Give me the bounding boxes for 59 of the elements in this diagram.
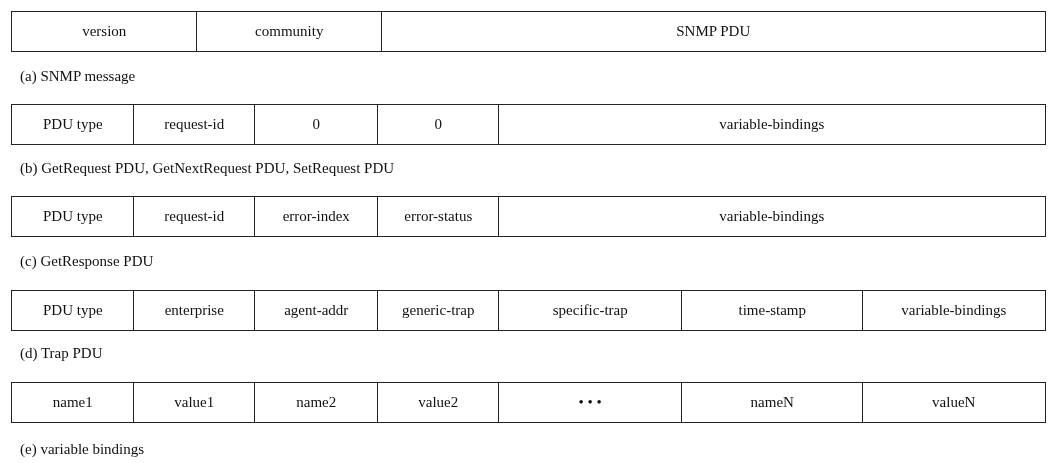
- field-name: variable-bindings: [901, 302, 1007, 319]
- caption: (d) Trap PDU: [20, 345, 103, 362]
- field-name: generic-trap: [402, 302, 475, 319]
- field-box: [11, 382, 135, 423]
- field-box: [681, 382, 864, 423]
- field-name: version: [82, 23, 127, 40]
- field-box: [377, 104, 500, 145]
- field-box: [254, 290, 379, 331]
- field-name: specific-trap: [552, 302, 628, 319]
- field-name: request-id: [164, 116, 225, 133]
- field-name: variable-bindings: [719, 208, 825, 225]
- field-name: error-index: [282, 208, 350, 225]
- field-box: [11, 11, 198, 52]
- field-box: [11, 104, 135, 145]
- field-box: [254, 104, 379, 145]
- field-box: [498, 382, 683, 423]
- field-box: [196, 11, 383, 52]
- field-name: community: [255, 23, 324, 40]
- field-box: [11, 290, 135, 331]
- field-name: PDU type: [42, 302, 103, 319]
- field-name: request-id: [164, 208, 225, 225]
- caption: (e) variable bindings: [20, 441, 145, 458]
- field-name: nameN: [750, 394, 794, 411]
- field-name: value2: [418, 394, 459, 411]
- field-name: 0: [434, 116, 442, 133]
- field-name: enterprise: [164, 302, 224, 319]
- field-box: [862, 382, 1046, 423]
- field-box: [862, 290, 1046, 331]
- field-name: PDU type: [42, 116, 103, 133]
- field-name: variable-bindings: [719, 116, 825, 133]
- field-box: [377, 196, 500, 237]
- field-name: name1: [52, 394, 93, 411]
- field-box: [377, 382, 500, 423]
- field-box: [133, 104, 256, 145]
- caption: (a) SNMP message: [20, 68, 136, 85]
- field-name: error-status: [404, 208, 473, 225]
- field-box: [11, 196, 135, 237]
- field-box: [377, 290, 500, 331]
- caption: (c) GetResponse PDU: [20, 253, 154, 270]
- field-name: valueN: [932, 394, 976, 411]
- field-box: [133, 382, 256, 423]
- field-name: name2: [296, 394, 337, 411]
- field-box: [498, 196, 1046, 237]
- field-box: [498, 290, 683, 331]
- field-box: [681, 290, 864, 331]
- field-name: time-stamp: [738, 302, 806, 319]
- field-name: PDU type: [42, 208, 103, 225]
- caption: (b) GetRequest PDU, GetNextRequest PDU, SetRequest PDU: [20, 160, 395, 177]
- field-name: • • •: [578, 394, 602, 411]
- field-box: [381, 11, 1046, 52]
- field-box: [133, 290, 256, 331]
- field-name: 0: [312, 116, 320, 133]
- field-name: SNMP PDU: [676, 23, 751, 40]
- field-box: [254, 382, 379, 423]
- field-name: agent-addr: [284, 302, 349, 319]
- field-name: value1: [174, 394, 215, 411]
- field-box: [498, 104, 1046, 145]
- field-box: [133, 196, 256, 237]
- field-box: [254, 196, 379, 237]
